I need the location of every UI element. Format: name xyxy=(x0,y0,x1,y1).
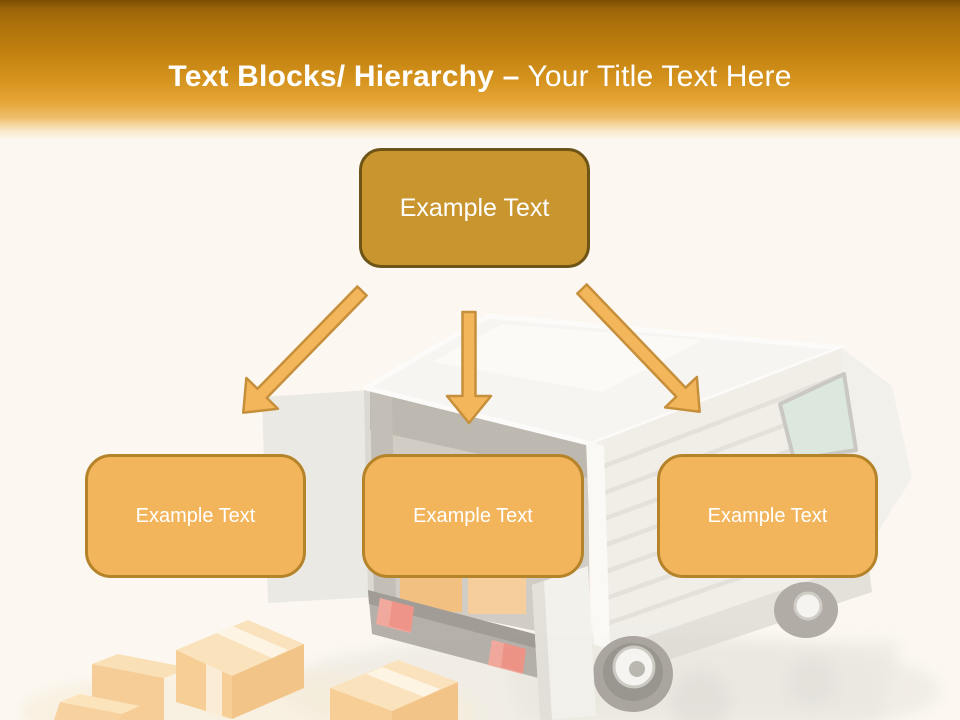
truck-front-wheel xyxy=(774,582,838,638)
arrow-to-right-box xyxy=(576,283,701,413)
floor-reflection xyxy=(20,632,940,720)
child-box-3-label: Example Text xyxy=(707,504,828,527)
arrow-to-left-box xyxy=(242,285,368,414)
cardboard-boxes xyxy=(54,620,458,720)
truck-roof xyxy=(363,313,845,447)
arrow-to-middle-box xyxy=(445,310,493,425)
child-box-1-label: Example Text xyxy=(135,504,256,527)
top-level-box-label: Example Text xyxy=(399,193,550,222)
truck-bumper xyxy=(368,590,546,680)
top-level-box[interactable]: Example Text xyxy=(359,148,590,268)
child-box-2[interactable]: Example Text xyxy=(362,454,584,578)
truck-rear-wheel xyxy=(593,636,673,712)
truck-taillight xyxy=(376,598,414,633)
child-box-1[interactable]: Example Text xyxy=(85,454,306,578)
cardboard-box xyxy=(330,660,458,720)
cardboard-box xyxy=(54,694,140,720)
slide-title-bold-segment: Text Blocks/ Hierarchy – xyxy=(168,60,520,93)
truck-cab-window xyxy=(778,372,858,462)
slide-title[interactable]: Text Blocks/ Hierarchy – Your Title Text… xyxy=(168,60,791,94)
cardboard-box xyxy=(92,654,190,720)
child-box-3[interactable]: Example Text xyxy=(657,454,878,578)
truck-taillight xyxy=(488,640,526,674)
title-banner: Text Blocks/ Hierarchy – Your Title Text… xyxy=(0,0,960,140)
cardboard-box xyxy=(176,620,304,719)
slide-title-light-segment: Your Title Text Here xyxy=(519,60,792,93)
truck-right-door xyxy=(532,566,596,720)
truck-door-pillar xyxy=(586,440,610,650)
child-box-2-label: Example Text xyxy=(413,504,533,527)
